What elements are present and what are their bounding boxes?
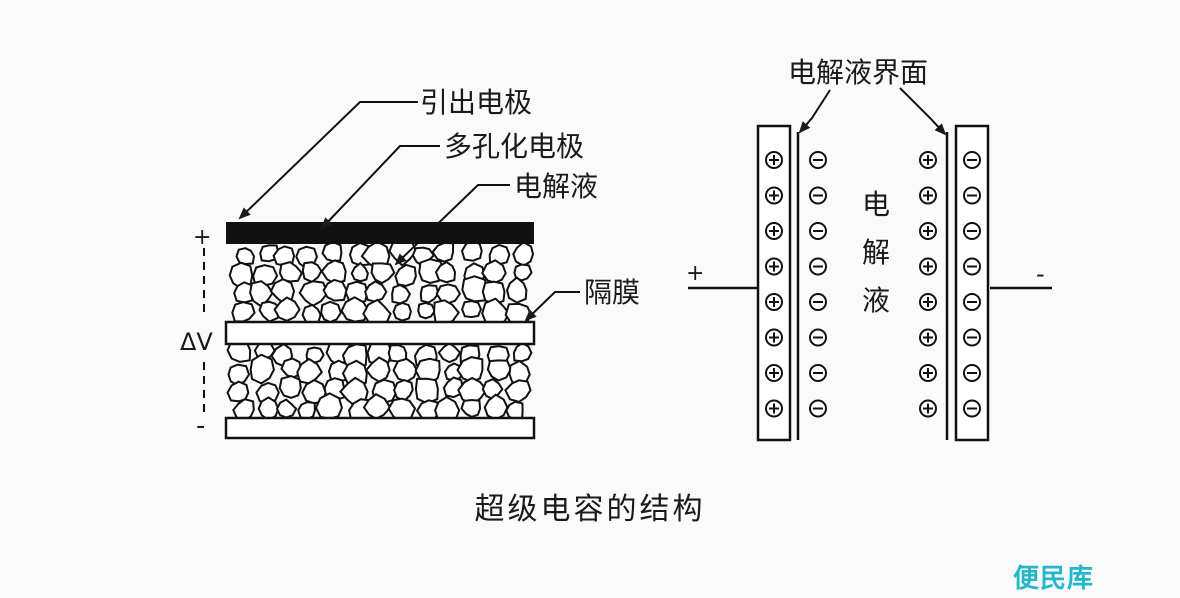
left-plus-sign: +: [193, 225, 211, 250]
right-plus-sign: +: [686, 261, 704, 286]
negative-electrode-plate: [954, 124, 990, 442]
positive-electrode-plate: [756, 124, 792, 442]
watermark-logo: 便民库: [1012, 564, 1094, 594]
label-interface: 电解液界面: [788, 56, 928, 89]
porous-particle: [483, 393, 509, 421]
right-minus-sign: -: [1036, 260, 1045, 288]
porous-particle: [506, 276, 528, 304]
porous-particle: [461, 275, 490, 303]
porous-particle: [297, 401, 316, 421]
electrolyte-char-2: 解: [862, 236, 890, 269]
porous-particle: [512, 341, 533, 363]
porous-particle: [296, 357, 324, 385]
porous-particle: [394, 263, 417, 287]
delta-v-label: ΔV: [180, 328, 213, 356]
porous-particle: [431, 241, 455, 263]
label-separator: 隔膜: [584, 276, 640, 309]
porous-particle: [340, 296, 371, 323]
porous-particle: [414, 377, 439, 405]
porous-particle: [350, 261, 369, 283]
porous-particle: [275, 398, 298, 419]
porous-particle: [362, 393, 392, 420]
porous-particle: [419, 284, 440, 304]
porous-particle: [298, 280, 329, 308]
lead-electrode-plate: [226, 222, 534, 244]
porous-particle: [488, 243, 511, 266]
porous-particle: [280, 357, 303, 380]
leader-porous-electrode: [320, 145, 440, 230]
porous-particle: [442, 376, 464, 399]
porous-particle: [301, 261, 323, 284]
electrolyte-char-3: 液: [862, 284, 890, 317]
porous-particle: [235, 247, 256, 266]
porous-particle: [370, 262, 396, 285]
porous-particle: [393, 379, 414, 403]
porous-particle: [278, 261, 303, 283]
porous-particle: [321, 240, 343, 263]
porous-particle: [460, 398, 482, 418]
charge-layers: [765, 151, 981, 418]
porous-particle: [481, 259, 507, 284]
porous-particle: [233, 281, 255, 304]
porous-particle: [513, 263, 533, 282]
left-stack-diagram: + - ΔV 引出电极 多孔化电极 电解液 隔膜: [180, 86, 640, 441]
porous-particle: [435, 283, 462, 305]
leader-separator: [524, 291, 580, 322]
porous-particle: [320, 300, 342, 324]
label-porous-electrode: 多孔化电极: [444, 130, 584, 163]
porous-particle: [434, 260, 457, 284]
porous-particle: [504, 379, 532, 403]
porous-particle: [392, 301, 412, 322]
porous-particle: [417, 301, 436, 320]
porous-particle: [512, 241, 535, 268]
porous-particle: [231, 301, 256, 323]
label-lead-electrode: 引出电极: [420, 86, 532, 119]
porous-particle: [278, 374, 302, 399]
leader-interface-right: [899, 87, 947, 136]
porous-particle: [364, 280, 388, 303]
leader-interface-left: [798, 89, 831, 134]
porous-particle: [252, 264, 279, 287]
separator-plate: [224, 320, 536, 346]
right-double-layer-diagram: + - 电解液界面 电 解 液: [686, 56, 1052, 442]
label-electrolyte-left: 电解液: [514, 170, 598, 203]
porous-particle: [486, 359, 512, 382]
figure-caption: 超级电容的结构: [474, 492, 706, 527]
porous-particle: [461, 299, 482, 319]
porous-electrode-top: [228, 237, 535, 331]
porous-particle: [391, 283, 412, 305]
porous-particle: [437, 341, 462, 364]
porous-particle: [322, 278, 348, 302]
left-minus-sign: -: [196, 411, 205, 441]
electrolyte-char-1: 电: [862, 188, 890, 221]
bottom-electrode-plate: [224, 416, 536, 440]
porous-particle: [258, 300, 282, 323]
porous-particle: [249, 353, 275, 385]
porous-particle: [273, 296, 301, 322]
leader-lead-electrode: [238, 101, 418, 220]
leader-electrolyte: [394, 184, 510, 266]
porous-particle: [392, 357, 419, 383]
porous-particle: [257, 396, 280, 422]
porous-electrode-bottom: [226, 336, 533, 423]
